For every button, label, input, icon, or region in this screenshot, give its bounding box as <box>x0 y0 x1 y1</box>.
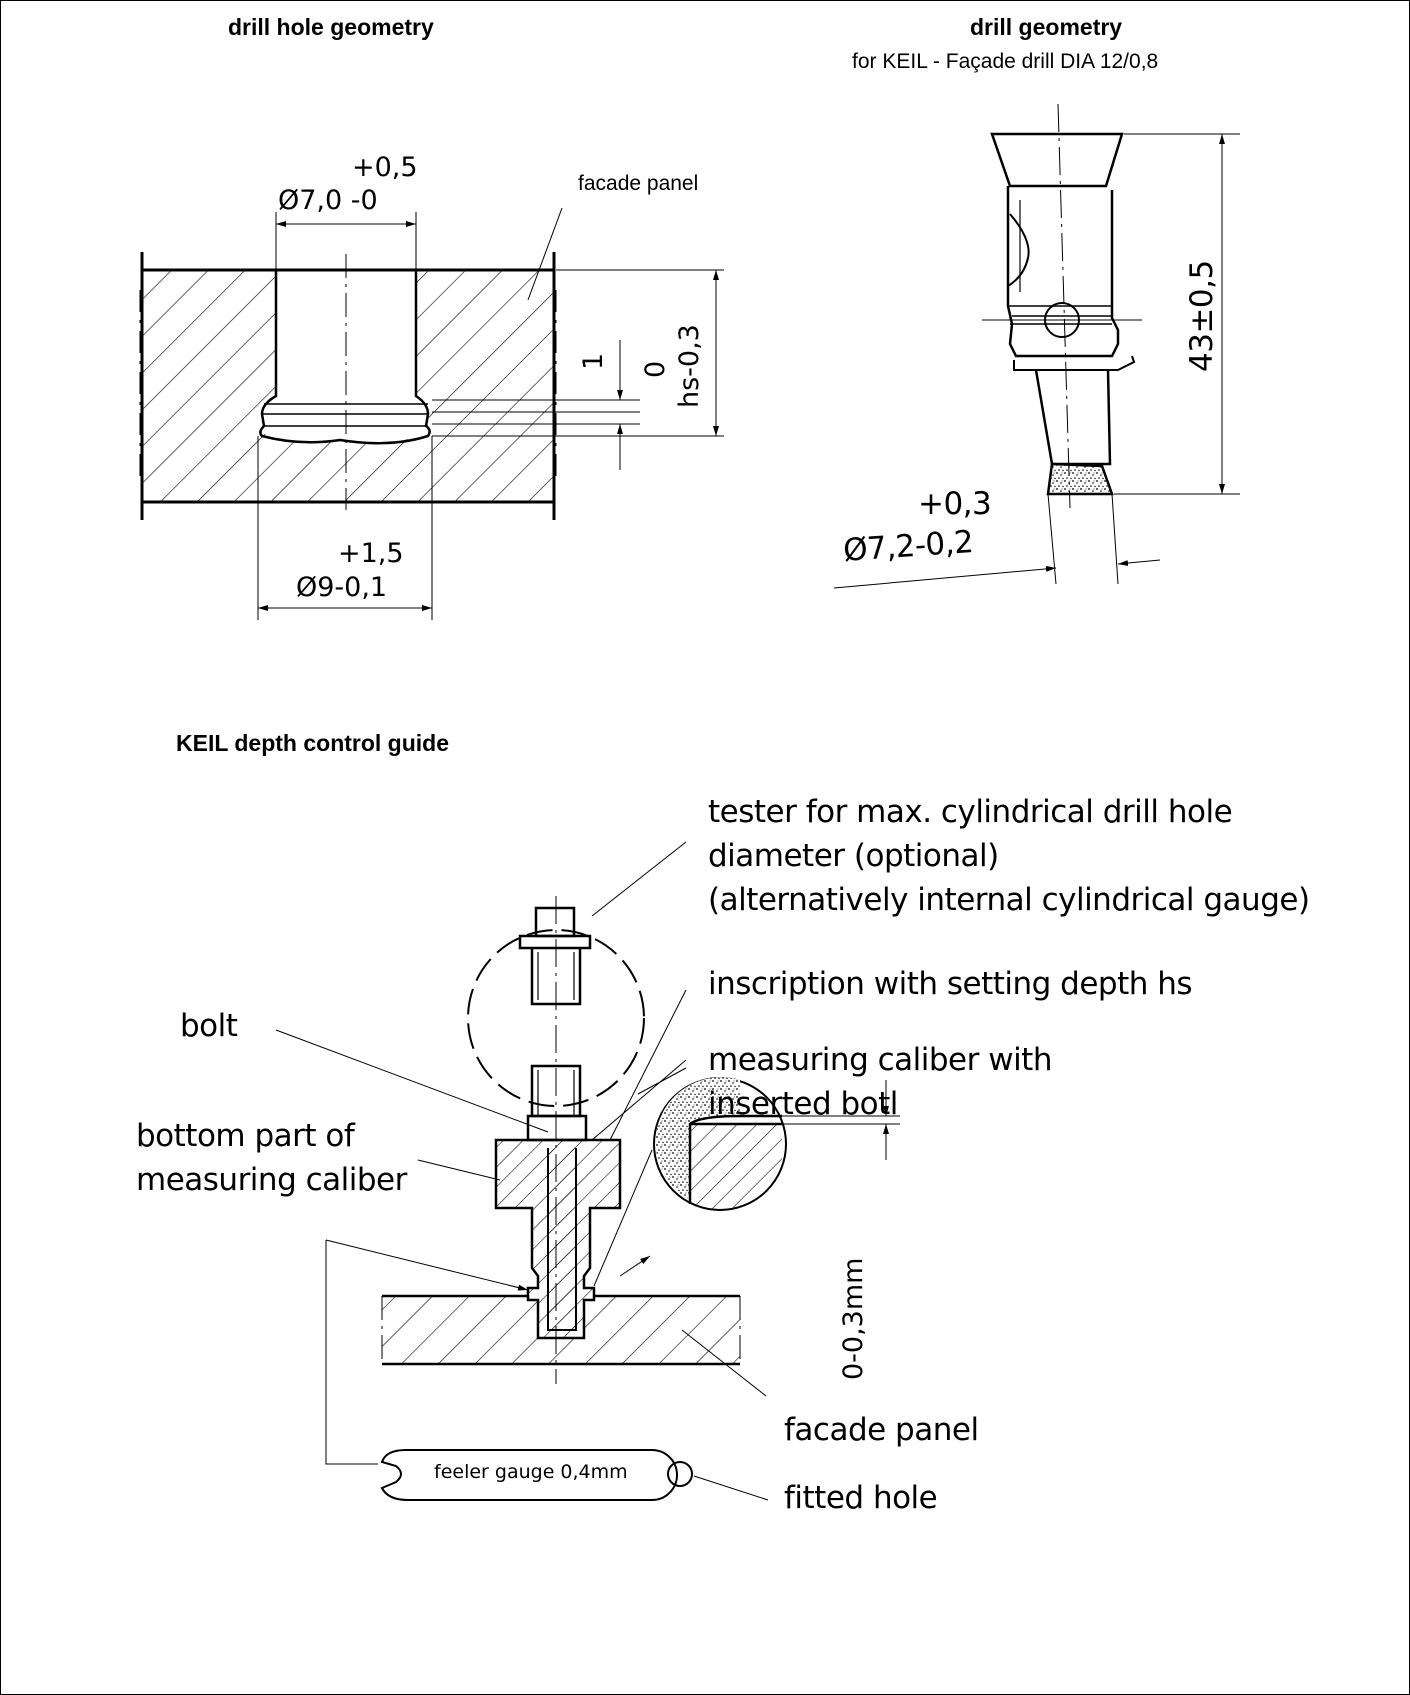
depth-control-title: KEIL depth control guide <box>176 730 450 756</box>
bottom-part-label-line1: bottom part of <box>136 1118 355 1154</box>
depth-control-drawing <box>275 841 900 1501</box>
tester-label-line2: diameter (optional) <box>708 838 999 874</box>
bottom-diameter-tolerance: +1,5 <box>338 538 404 569</box>
drill-geometry-title: drill geometry <box>970 14 1123 40</box>
drill-length: 43±0,5 <box>1184 260 1220 372</box>
facade-panel-label-lower: facade panel <box>784 1412 979 1448</box>
caliber-label-line1: measuring caliber with <box>708 1042 1053 1078</box>
bottom-part-label-line2: measuring caliber <box>136 1162 407 1198</box>
bottom-diameter-value: Ø9-0,1 <box>296 572 388 603</box>
bolt-label: bolt <box>180 1008 238 1044</box>
drill-geometry-subtitle: for KEIL - Façade drill DIA 12/0,8 <box>852 50 1159 73</box>
tester-label-line1: tester for max. cylindrical drill hole <box>708 794 1233 830</box>
dim-depth: hs-0,3 <box>674 324 705 408</box>
dim-small: 1 <box>578 352 609 370</box>
drill-diameter-tolerance: +0,3 <box>918 486 992 522</box>
inscription-label: inscription with setting depth hs <box>708 966 1193 1002</box>
top-diameter-tolerance: +0,5 <box>352 152 418 183</box>
caliber-label-line2: inserted botl <box>708 1086 898 1122</box>
gap-dimension: 0-0,3mm <box>838 1257 869 1380</box>
facade-panel-label: facade panel <box>578 172 699 195</box>
dim-depth-tolerance: 0 <box>640 360 671 378</box>
top-diameter-value: Ø7,0 -0 <box>278 185 378 216</box>
feeler-gauge-label: feeler gauge 0,4mm <box>434 1461 628 1483</box>
drill-side-view <box>833 103 1240 589</box>
tester-label-line3: (alternatively internal cylindrical gaug… <box>708 882 1310 918</box>
drill-hole-section <box>139 207 724 620</box>
fitted-hole-label: fitted hole <box>784 1480 938 1516</box>
drill-hole-title: drill hole geometry <box>228 14 434 40</box>
